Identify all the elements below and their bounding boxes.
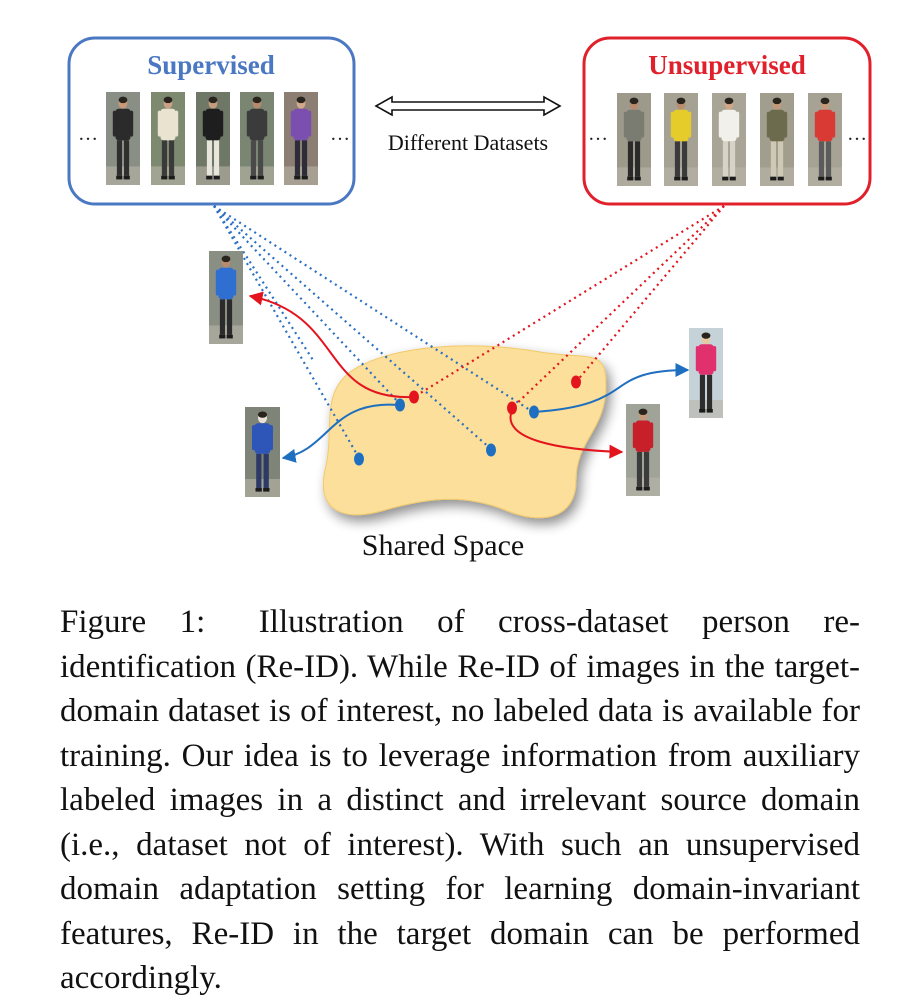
supervised-projection-lines: [213, 205, 534, 459]
blue-mapping-arrow: [533, 363, 690, 413]
supervised-person-image: [196, 92, 230, 185]
supervised-label: Supervised: [147, 50, 275, 80]
unsupervised-ellipsis-right: …: [847, 123, 867, 145]
sample-person-image: [689, 328, 723, 418]
figure-1-illustration: Supervised … … Unsupervised … … Differen…: [67, 36, 872, 562]
supervised-person-image: [151, 92, 185, 185]
shared-space-region: [322, 345, 607, 519]
figure-label: Figure 1:: [60, 604, 206, 640]
supervised-ellipsis-right: …: [330, 123, 350, 145]
supervised-dataset-box: Supervised … …: [67, 36, 356, 206]
double-arrow-icon: [374, 95, 562, 117]
supervised-person-image: [240, 92, 274, 185]
sample-person-image: [626, 404, 660, 496]
blue-feature-point: [529, 405, 539, 419]
red-feature-point: [507, 401, 517, 415]
blue-feature-point: [354, 452, 364, 466]
blue-mapping-arrow: [281, 403, 399, 463]
red-feature-point: [571, 375, 581, 389]
unsupervised-person-image: [808, 93, 842, 186]
red-mapping-arrow: [248, 291, 413, 399]
shared-space-label: Shared Space: [362, 529, 524, 562]
unsupervised-label: Unsupervised: [648, 50, 806, 80]
unsupervised-person-image: [760, 93, 794, 186]
blue-feature-point: [395, 398, 405, 412]
supervised-person-image: [106, 92, 140, 185]
unsupervised-person-image: [617, 93, 651, 186]
unsupervised-dataset-box: Unsupervised … …: [582, 36, 872, 206]
supervised-ellipsis-left: …: [78, 123, 98, 145]
figure-caption: Figure 1: Illustration of cross-dataset …: [60, 600, 860, 1001]
unsupervised-person-image: [712, 93, 746, 186]
feature-points: [354, 375, 581, 466]
unsupervised-projection-lines: [413, 205, 725, 409]
sample-person-image: [245, 407, 280, 497]
red-feature-point: [409, 390, 419, 404]
unsupervised-person-image: [664, 93, 698, 186]
unsupervised-ellipsis-left: …: [588, 123, 608, 145]
blue-feature-point: [486, 443, 496, 457]
sample-person-image: [209, 251, 243, 344]
different-datasets-label: Different Datasets: [388, 130, 548, 155]
caption-text: Illustration of cross-dataset person re-…: [60, 604, 861, 996]
red-mapping-arrow: [509, 409, 624, 459]
supervised-person-image: [284, 92, 318, 185]
